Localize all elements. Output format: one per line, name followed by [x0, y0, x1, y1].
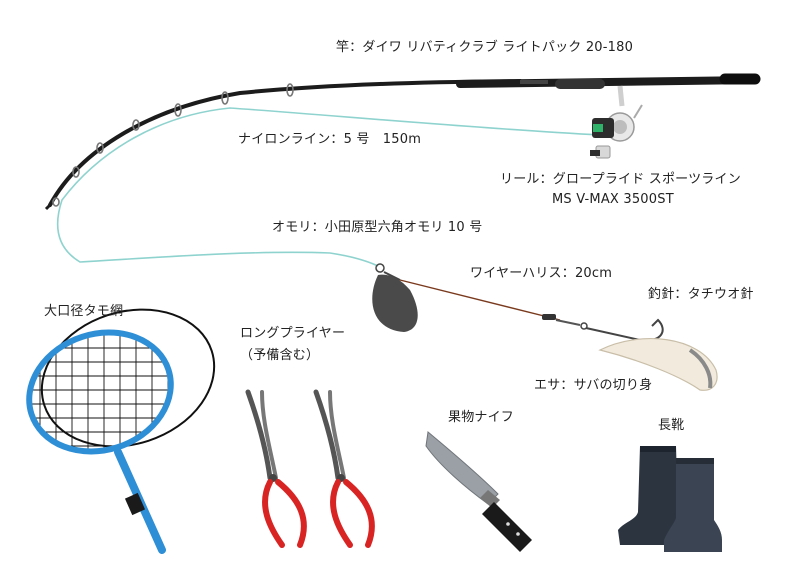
net-mesh	[20, 314, 187, 460]
label-wire-leader: ワイヤーハリス：20cm	[470, 266, 613, 281]
label-rod: 竿：ダイワ リバティクラブ ライトパック 20-180	[336, 40, 634, 55]
hook	[585, 318, 664, 342]
fishing-rod	[44, 73, 761, 211]
fruit-knife	[425, 431, 532, 552]
label-reel-line2: MS V-MAX 3500ST	[552, 192, 674, 207]
label-sinker: オモリ：小田原型六角オモリ 10 号	[272, 220, 483, 235]
label-line: ナイロンライン：5 号 150m	[238, 132, 422, 147]
plier-right	[313, 389, 375, 548]
plier-left	[245, 389, 307, 548]
rubber-boots	[618, 446, 722, 552]
fishing-line	[56, 107, 601, 267]
landing-net	[20, 308, 216, 554]
sinker	[372, 274, 418, 332]
spinning-reel	[590, 85, 643, 159]
label-pliers-line2: （予備含む）	[240, 348, 320, 363]
bait-mackerel	[598, 338, 718, 391]
label-bait: エサ：サバの切り身	[534, 378, 653, 393]
label-knife: 果物ナイフ	[448, 410, 515, 425]
long-pliers	[245, 389, 375, 548]
wire-leader	[399, 279, 561, 321]
label-net: 大口径タモ網	[44, 304, 124, 319]
label-hook: 釣針：タチウオ針	[648, 287, 754, 302]
label-boots: 長靴	[658, 418, 685, 433]
rod-guides	[52, 83, 294, 207]
label-reel-line1: リール：グロープライド スポーツライン	[500, 172, 741, 187]
label-pliers-line1: ロングプライヤー	[240, 326, 346, 341]
